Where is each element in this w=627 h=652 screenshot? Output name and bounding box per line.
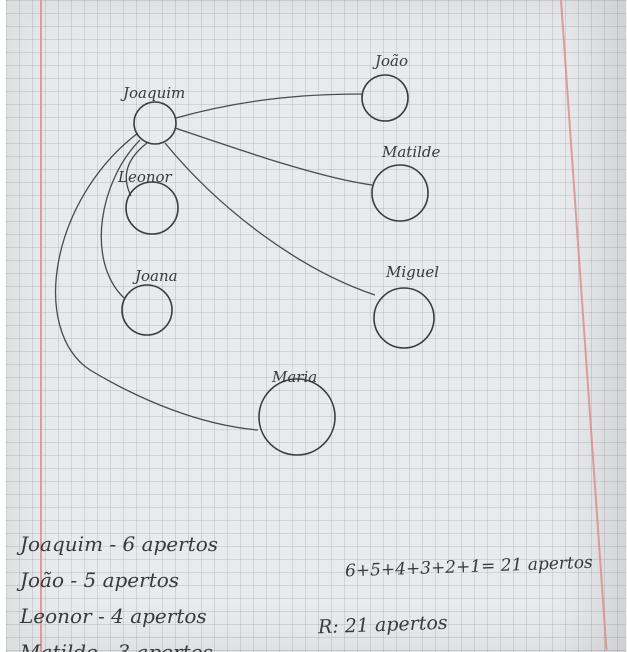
node-label-joaquim: Joaquim — [120, 84, 185, 102]
node-label-miguel: Miguel — [385, 263, 439, 281]
node-joana — [121, 284, 173, 336]
node-joaquim — [133, 101, 177, 145]
note-joao: João - 5 apertos — [20, 568, 180, 592]
edge-joaquim-matilde — [174, 127, 373, 186]
node-label-leonor: Leonor — [117, 168, 173, 186]
node-miguel — [373, 287, 435, 349]
edge-joaquim-leonor — [125, 142, 148, 197]
final-answer: R: 21 apertos — [317, 611, 448, 639]
note-matilde: Matilde - 3 apertos — [20, 640, 213, 652]
node-label-maria: Maria — [271, 368, 317, 386]
node-leonor — [125, 181, 179, 235]
node-joao — [361, 74, 409, 122]
node-matilde — [371, 164, 429, 222]
edge-joaquim-miguel — [164, 142, 376, 296]
left-margin-line — [40, 0, 42, 652]
node-label-matilde: Matilde — [381, 143, 441, 161]
edge-joaquim-joana — [100, 139, 141, 299]
node-maria — [258, 378, 336, 456]
node-label-joana: Joana — [132, 267, 178, 285]
node-label-joao: João — [372, 52, 408, 70]
note-leonor: Leonor - 4 apertos — [20, 604, 207, 628]
edge-joaquim-maria — [54, 132, 259, 431]
note-joaquim: Joaquim - 6 apertos — [20, 532, 219, 556]
graph-paper — [6, 0, 626, 652]
edge-joaquim-joao — [175, 93, 363, 119]
